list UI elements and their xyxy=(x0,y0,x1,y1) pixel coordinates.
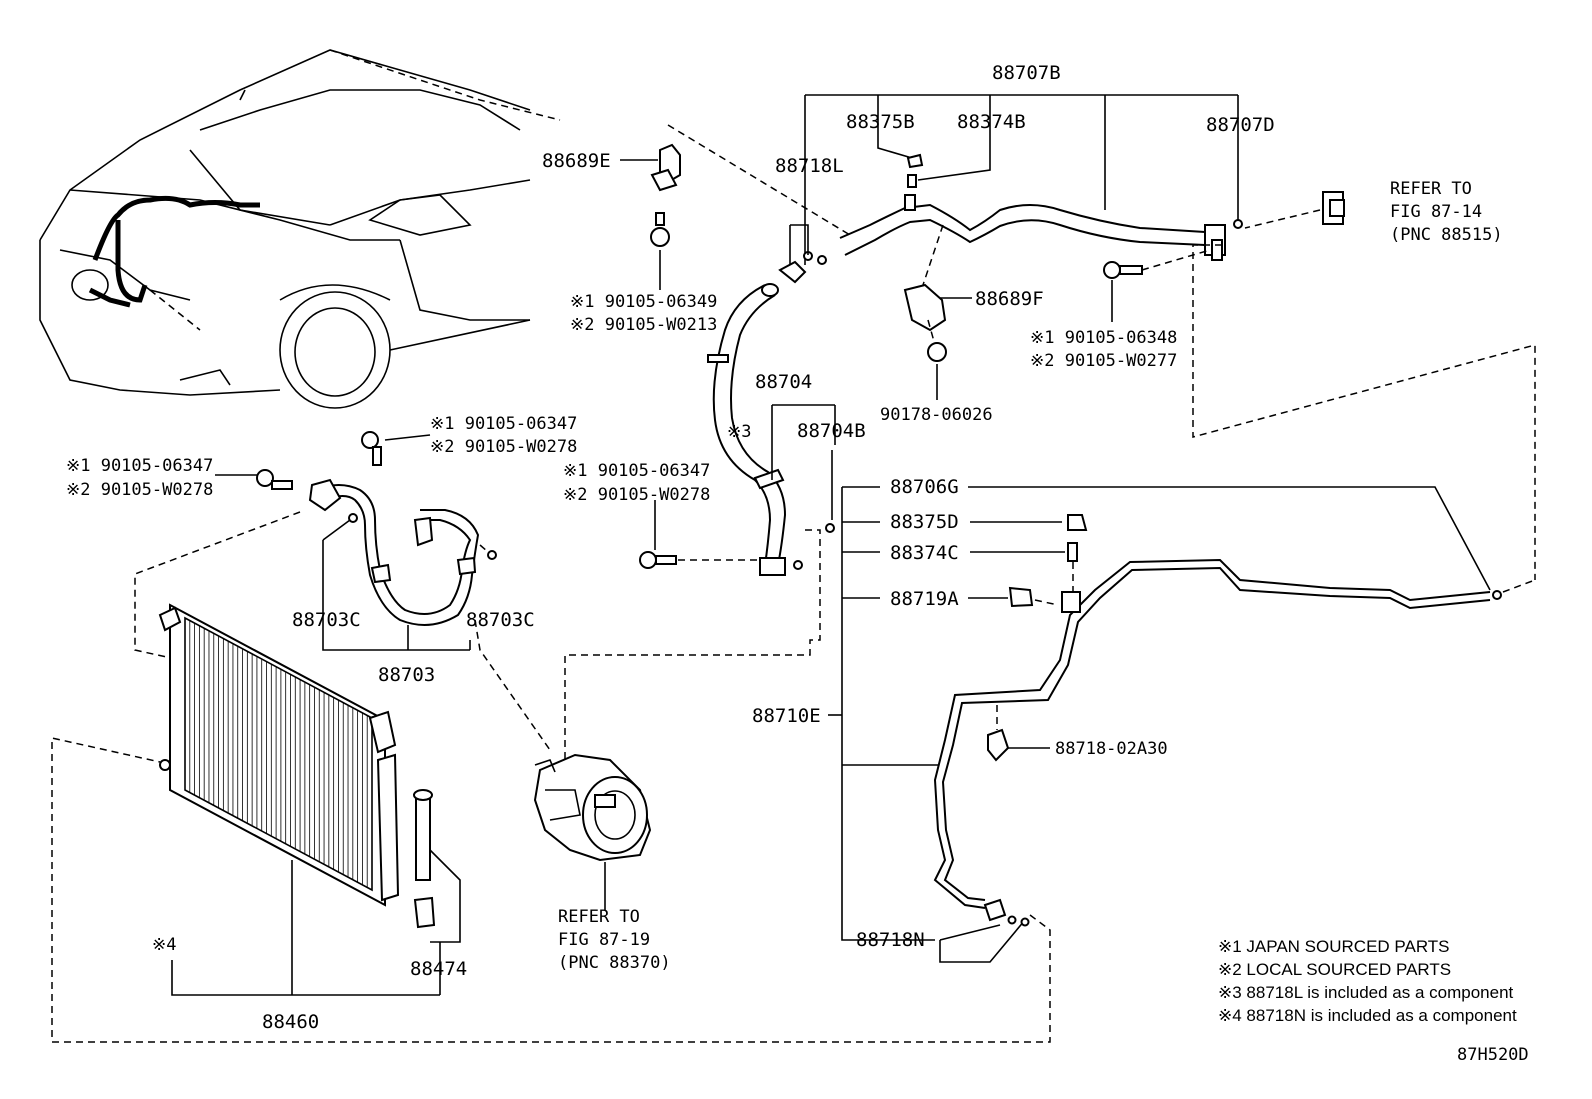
bolt-label-4b: ※2 90105-W0278 xyxy=(66,480,213,500)
label-88460: 88460 xyxy=(262,1011,319,1033)
discharge-hose-88704 xyxy=(707,283,836,576)
label-88707B: 88707B xyxy=(992,62,1061,84)
label-88703: 88703 xyxy=(378,664,435,686)
label-88707D: 88707D xyxy=(1206,114,1275,136)
label-88718N: 88718N xyxy=(856,929,925,951)
expansion-valve-88515 xyxy=(1192,191,1536,580)
label-88689E: 88689E xyxy=(542,150,611,172)
bolt-labels: ※1 90105-06349 ※2 90105-W0213 ※1 90105-0… xyxy=(66,292,1177,505)
bracket-88689E xyxy=(620,143,681,290)
bolt-label-4a: ※1 90105-06347 xyxy=(66,456,213,476)
bolt-88707D xyxy=(1103,249,1211,322)
legend-notes: ※1 JAPAN SOURCED PARTS ※2 LOCAL SOURCED … xyxy=(1218,937,1529,1065)
label-88710E: 88710E xyxy=(752,705,821,727)
label-88375D: 88375D xyxy=(890,511,959,533)
receiver-88474 xyxy=(413,789,461,995)
ref-right-line3: (PNC 88515) xyxy=(1390,225,1503,245)
label-88719A: 88719A xyxy=(890,588,959,610)
label-88689F: 88689F xyxy=(975,288,1044,310)
mark-3: ※3 xyxy=(727,422,751,442)
ref-bottom-line3: (PNC 88370) xyxy=(558,953,671,973)
label-88718-02A30: 88718-02A30 xyxy=(1055,739,1168,759)
note-2: ※2 LOCAL SOURCED PARTS xyxy=(1218,960,1451,979)
condenser-fins xyxy=(184,618,373,890)
ref-bottom-line1: REFER TO xyxy=(558,907,640,927)
bracket-88689F xyxy=(903,224,972,400)
label-88703C-right: 88703C xyxy=(466,609,535,631)
bolt-label-3b: ※2 90105-W0278 xyxy=(430,437,577,457)
bolt-label-2b: ※2 90105-W0277 xyxy=(1030,351,1177,371)
label-88374B: 88374B xyxy=(957,111,1026,133)
note-3: ※3 88718L is included as a component xyxy=(1218,983,1514,1002)
label-88703C-left: 88703C xyxy=(292,609,361,631)
discharge-hose-88703 xyxy=(134,478,551,751)
diagram-id: 87H520D xyxy=(1457,1045,1529,1065)
condenser-88460 xyxy=(158,603,400,995)
ref-right-line1: REFER TO xyxy=(1390,179,1472,199)
liquid-pipe-88710E-group xyxy=(51,486,1536,1043)
ref-right-line2: FIG 87-14 xyxy=(1390,202,1482,222)
bolt-label-3a: ※1 90105-06347 xyxy=(430,414,577,434)
bolt-label-1a: ※1 90105-06349 xyxy=(570,292,717,312)
reference-labels: REFER TO FIG 87-14 (PNC 88515) REFER TO … xyxy=(558,179,1503,973)
label-88375B: 88375B xyxy=(846,111,915,133)
part-labels: 88707B 88375B 88374B 88707D 88689E 88718… xyxy=(152,62,1275,1033)
label-90178-06026: 90178-06026 xyxy=(880,405,993,425)
label-88474: 88474 xyxy=(410,958,467,980)
bolt-label-5a: ※1 90105-06347 xyxy=(563,461,710,481)
label-88706G: 88706G xyxy=(890,476,959,498)
car-illustration xyxy=(39,49,531,409)
bolt-label-5b: ※2 90105-W0278 xyxy=(563,485,710,505)
label-88704B: 88704B xyxy=(797,420,866,442)
ref-bottom-line2: FIG 87-19 xyxy=(558,930,650,950)
bolt-88704 xyxy=(639,500,677,569)
bolt-88703-top xyxy=(361,431,431,466)
bolt-label-1b: ※2 90105-W0213 xyxy=(570,315,717,335)
label-88704: 88704 xyxy=(755,371,812,393)
compressor-88370 xyxy=(533,753,652,910)
suction-hose-88707B-group xyxy=(789,94,1243,270)
bolt-88703-left xyxy=(215,469,293,490)
note-4: ※4 88718N is included as a component xyxy=(1218,1006,1517,1025)
note-1: ※1 JAPAN SOURCED PARTS xyxy=(1218,937,1450,956)
label-88374C: 88374C xyxy=(890,542,959,564)
label-88718L: 88718L xyxy=(775,155,844,177)
bolt-label-2a: ※1 90105-06348 xyxy=(1030,328,1177,348)
mark-4: ※4 xyxy=(152,935,176,955)
